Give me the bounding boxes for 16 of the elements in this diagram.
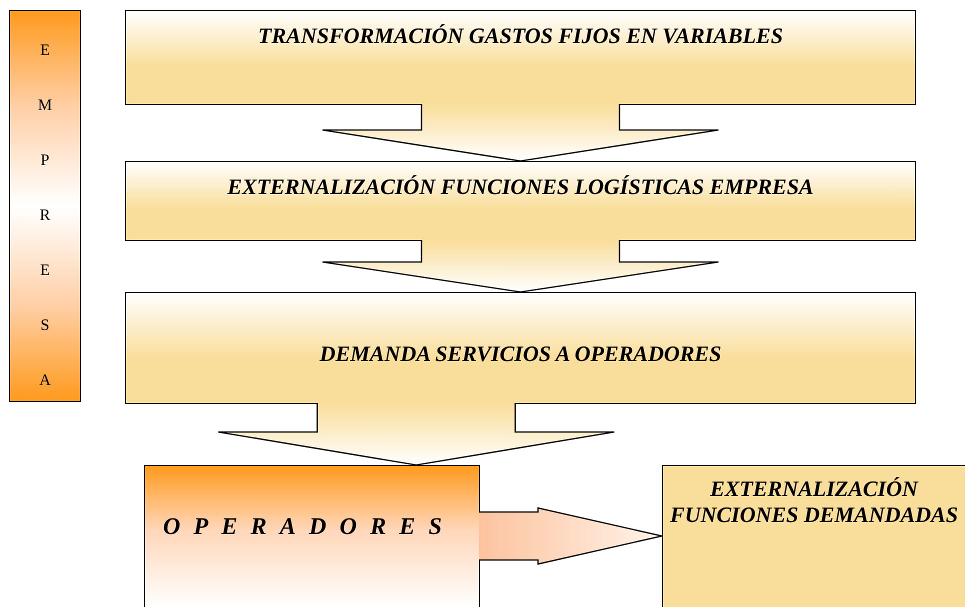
result-box: [662, 465, 965, 607]
process-box: [125, 161, 916, 241]
vertical-label: EMPRESA: [37, 41, 53, 391]
box-label: DEMANDA SERVICIOS A OPERADORES: [318, 340, 722, 367]
process-box: [125, 10, 916, 105]
block-arrow: [322, 239, 720, 293]
block-arrow: [478, 507, 663, 565]
block-arrow: [218, 402, 615, 466]
block-arrow: [322, 103, 720, 162]
side-label-bar: [9, 10, 81, 402]
process-box: [125, 292, 916, 404]
box-label: TRANSFORMACIÓN GASTOS FIJOS EN VARIABLES: [257, 22, 784, 49]
box-label: EXTERNALIZACIÓN FUNCIONES LOGÍSTICAS EMPRESA: [226, 173, 815, 200]
box-label: OPERADORES: [162, 513, 456, 541]
process-box: [144, 465, 480, 607]
box-label: EXTERNALIZACIÓN FUNCIONES DEMANDADAS: [669, 475, 959, 528]
